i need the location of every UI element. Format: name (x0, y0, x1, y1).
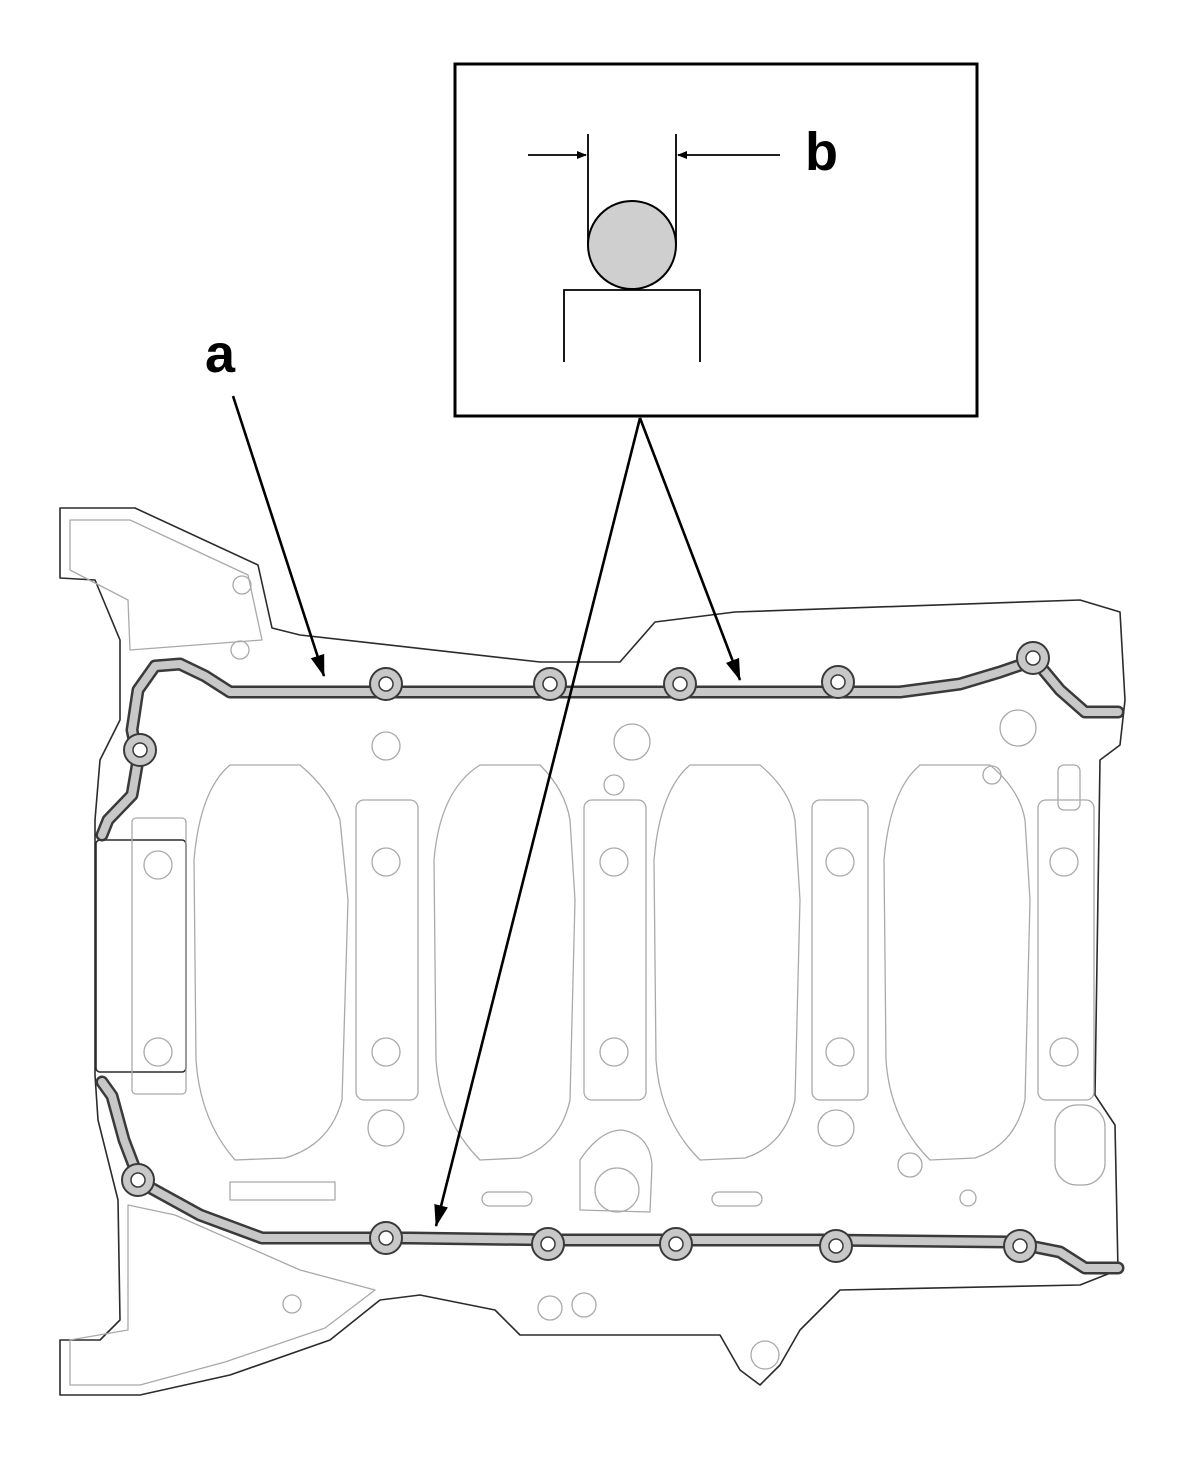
bead-bolt-bosses (121, 641, 1050, 1263)
label-plate (229, 1181, 336, 1201)
bead-section-inset: b (453, 62, 979, 418)
bearing-web-3 (811, 799, 869, 1101)
right-slot (1057, 764, 1081, 811)
housing-inner-edge (69, 519, 263, 651)
leader-inset-to-upper-bead (638, 417, 742, 681)
leader-inset-to-lower-bead (434, 417, 642, 1227)
right-pocket (1054, 1104, 1106, 1186)
bearing-web-2 (583, 799, 647, 1101)
oil-pickup-boss (579, 1129, 653, 1213)
crank-bay-2 (433, 764, 576, 1161)
lower-housing-edge (69, 1204, 376, 1386)
oil-pickup-hole (594, 1167, 640, 1213)
web-bolt-holes (230, 575, 1079, 1370)
housing-outline (59, 507, 1126, 1396)
end-flange (95, 839, 187, 1073)
crank-bay-4 (883, 764, 1031, 1161)
crank-bay-3 (653, 764, 801, 1161)
oil-pan-drawing (59, 507, 1126, 1396)
slot-2 (711, 1191, 763, 1207)
flange-bolt-bottom (143, 1037, 173, 1067)
flange-cross-section (563, 289, 701, 362)
bead-cross-section (587, 200, 677, 290)
flange-bolt-top (143, 850, 173, 880)
slot-1 (481, 1191, 533, 1207)
bearing-web-1 (355, 799, 419, 1101)
end-flange-inner (131, 817, 187, 1095)
callout-b: b (805, 122, 838, 182)
crank-bay-1 (193, 764, 349, 1161)
inset-frame (453, 62, 979, 418)
bearing-web-4 (1037, 799, 1095, 1101)
callout-a: a (205, 324, 236, 384)
leader-a (231, 395, 326, 677)
